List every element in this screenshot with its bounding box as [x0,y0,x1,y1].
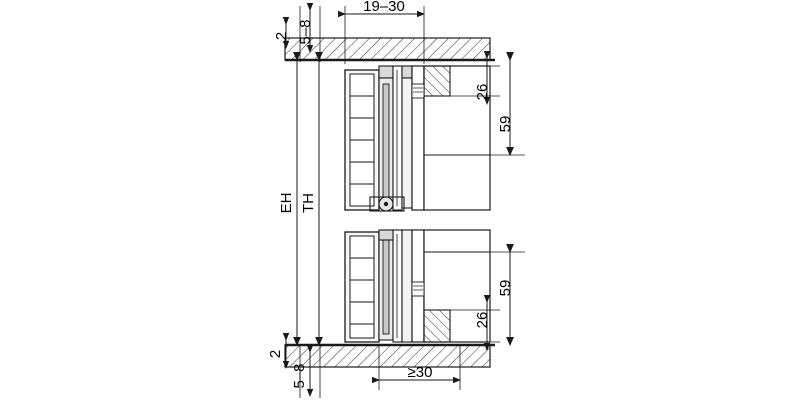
dimension-bottom-small: 2 [267,333,290,369]
dimension-upper-26: 26 [450,51,500,105]
dim-th-label: TH [300,193,317,213]
dim-top-gap-label: 5–8 [297,19,314,44]
ceiling-slab [284,37,495,62]
floor-slab [284,343,495,368]
dimension-top-depth: 19–30 [338,0,425,64]
dim-eh-label: EH [278,193,295,214]
dim-top-depth-label: 19–30 [363,0,405,15]
dimension-EH: EH [278,52,301,346]
dimension-lower-26: 26 [450,295,500,351]
dim-top-small-label: 2 [273,32,290,40]
upper-frame-panel [411,65,491,211]
upper-door-panel [344,69,380,211]
dim-bottom-small-label: 2 [267,350,284,358]
dim-upper-59-label: 59 [497,116,514,133]
dimension-TH: TH [300,52,323,346]
dimension-top-gap: 5–8 [297,3,321,62]
dimension-upper-59: 59 [450,52,525,156]
dimension-bottom-gap: 5–8 [291,345,321,398]
lower-track-profile [378,229,413,343]
dimension-top-small: 2 [273,17,290,49]
dimension-bottom-depth: ≥30 [372,345,461,390]
dim-lower-59-label: 59 [497,280,514,297]
lower-door-panel [344,231,380,343]
lower-frame-panel [411,229,491,343]
dimension-lower-59: 59 [450,244,525,346]
upper-runner-block [369,196,405,212]
dim-bottom-depth-label: ≥30 [408,364,433,381]
dim-lower-26-label: 26 [474,312,491,329]
upper-track-profile [378,65,413,211]
dim-upper-26-label: 26 [474,84,491,101]
dim-bottom-gap-label: 5–8 [291,363,308,388]
